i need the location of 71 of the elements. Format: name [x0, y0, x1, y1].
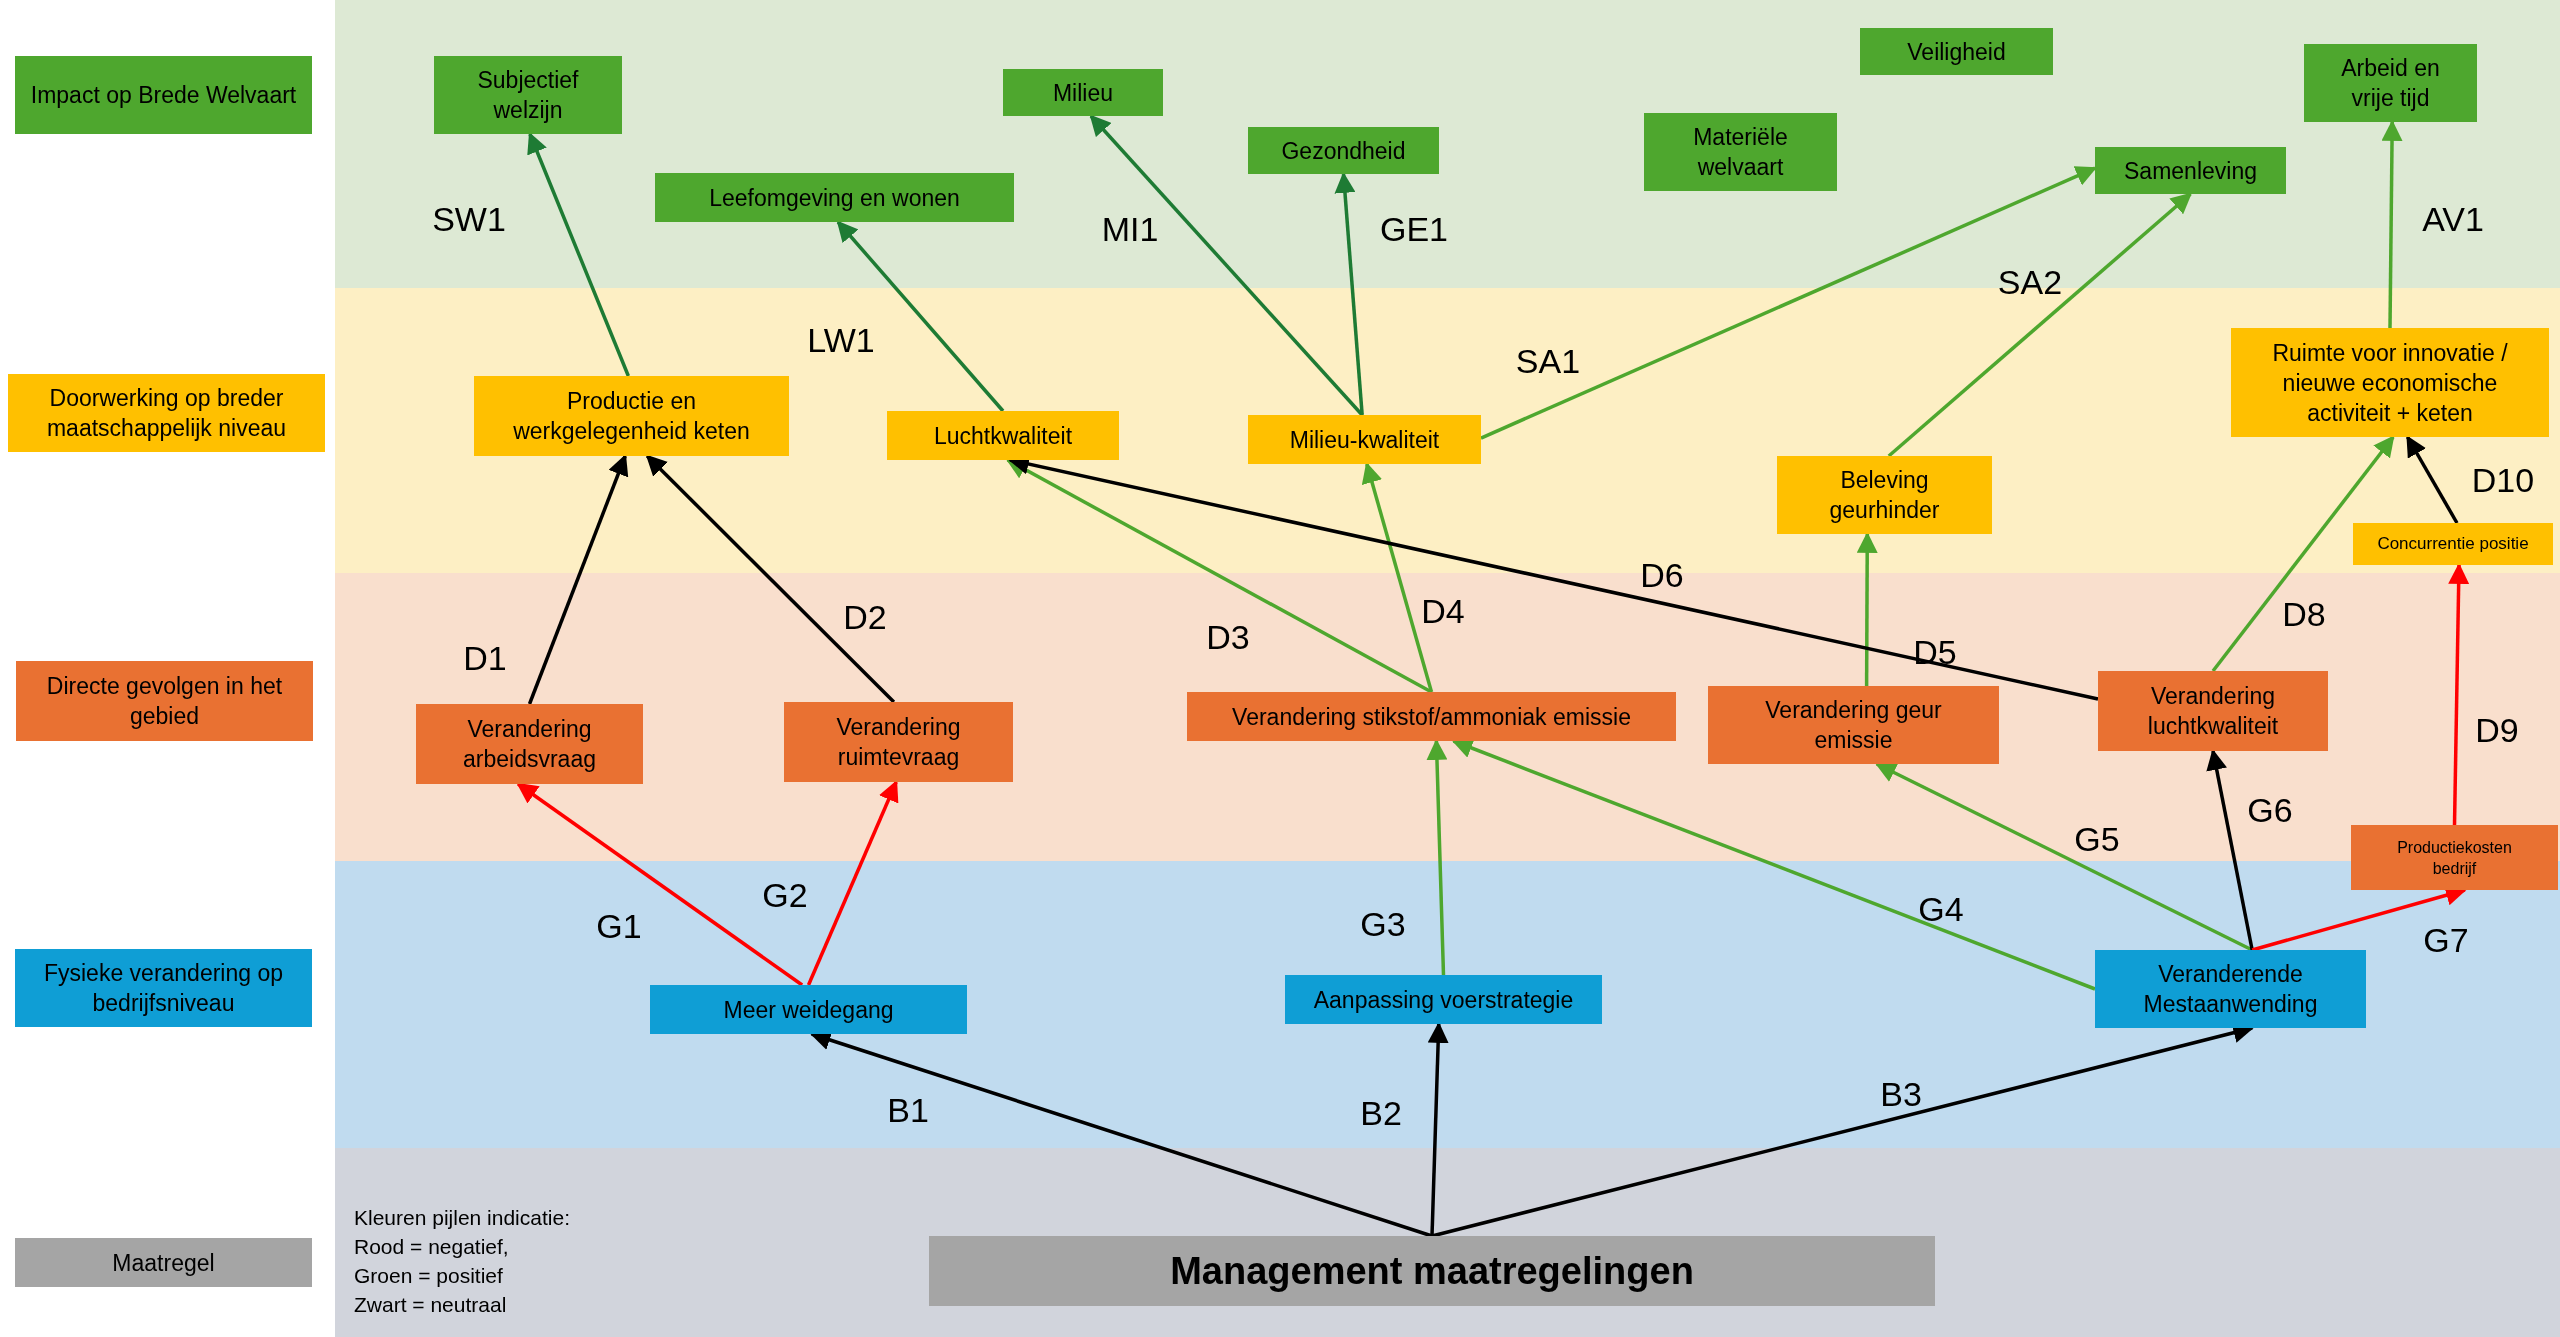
arrow — [1005, 458, 1433, 694]
edge-label: D2 — [843, 597, 887, 637]
process-box: Subjectief welzijn — [434, 56, 622, 134]
process-box: Arbeid en vrije tijd — [2304, 44, 2477, 122]
arrow — [2405, 435, 2459, 524]
edge-label: LW1 — [807, 320, 875, 360]
process-box: Concurrentie positie — [2353, 523, 2553, 565]
edge-label: D8 — [2282, 594, 2326, 634]
process-box: Beleving geurhinder — [1777, 456, 1992, 534]
process-box: Maatregel — [15, 1238, 312, 1287]
process-box: Productie en werkgelegenheid keten — [474, 376, 789, 456]
legend-note: Groen = positief — [354, 1263, 504, 1289]
process-box: Management maatregelingen — [929, 1236, 1935, 1306]
process-box: Verandering luchtkwaliteit — [2098, 671, 2328, 751]
edge-label: SW1 — [432, 199, 506, 239]
process-box: Gezondheid — [1248, 127, 1439, 174]
edge-label: D6 — [1640, 555, 1684, 595]
process-box: Ruimte voor innovatie / nieuwe economische activiteit + keten — [2231, 328, 2549, 437]
arrow — [806, 780, 899, 986]
process-box: Fysieke verandering op bedrijfsniveau — [15, 949, 312, 1027]
edge-label: G7 — [2423, 920, 2469, 960]
legend-note: Kleuren pijlen indicatie: — [354, 1205, 570, 1231]
arrow — [836, 220, 1005, 413]
process-box: Productiekosten bedrijf — [2351, 825, 2558, 890]
legend-note: Zwart = neutraal — [354, 1292, 508, 1318]
edge-label: B1 — [887, 1090, 929, 1130]
arrow — [1887, 192, 2193, 458]
process-box: Materiële welvaart — [1644, 113, 1837, 191]
edge-label: G5 — [2074, 819, 2120, 859]
process-box: Verandering stikstof/ammoniak emissie — [1187, 692, 1676, 741]
process-box: Verandering arbeidsvraag — [416, 704, 643, 784]
edge-label: D3 — [1206, 617, 1250, 657]
process-box: Verandering geur emissie — [1708, 686, 1999, 764]
arrow — [2211, 435, 2395, 673]
process-box: Milieu — [1003, 69, 1163, 116]
edge-label: B2 — [1360, 1093, 1402, 1133]
process-box: Leefomgeving en wonen — [655, 173, 1014, 222]
process-box: Impact op Brede Welvaart — [15, 56, 312, 134]
edge-label: GE1 — [1380, 209, 1448, 249]
process-box: Verandering ruimtevraag — [784, 702, 1013, 782]
edge-label: AV1 — [2422, 199, 2484, 239]
process-box: Samenleving — [2095, 147, 2286, 194]
edge-label: MI1 — [1101, 209, 1159, 249]
process-box: Aanpassing voerstrategie — [1285, 975, 1602, 1024]
process-box: Veiligheid — [1860, 28, 2053, 75]
edge-label: SA1 — [1515, 341, 1581, 381]
edge-label: G3 — [1360, 904, 1406, 944]
edge-label: D9 — [2475, 710, 2519, 750]
edge-label: D4 — [1421, 591, 1465, 631]
arrow — [1874, 762, 2253, 952]
arrow — [527, 454, 629, 705]
process-box: Milieu-kwaliteit — [1248, 415, 1481, 464]
edge-label: SA2 — [1997, 262, 2063, 302]
process-box: Luchtkwaliteit — [887, 411, 1119, 460]
process-box: Directe gevolgen in het gebied — [16, 661, 313, 741]
edge-label: D1 — [463, 638, 507, 678]
edge-label: G6 — [2247, 790, 2293, 830]
process-box: Veranderende Mestaanwending — [2095, 950, 2366, 1028]
arrow — [516, 782, 804, 987]
process-box: Meer weidegang — [650, 985, 967, 1034]
edge-label: B3 — [1880, 1074, 1922, 1114]
edge-label: D10 — [2471, 460, 2535, 500]
legend-note: Rood = negatief, — [354, 1234, 510, 1260]
edge-label: G4 — [1918, 889, 1964, 929]
edge-label: G2 — [762, 875, 808, 915]
process-box: Doorwerking op breder maatschappelijk niveau — [8, 374, 325, 452]
edge-label: G1 — [596, 906, 642, 946]
arrow — [645, 454, 896, 704]
arrow — [1480, 166, 2097, 440]
arrow — [527, 132, 630, 377]
arrow — [1361, 462, 1434, 693]
